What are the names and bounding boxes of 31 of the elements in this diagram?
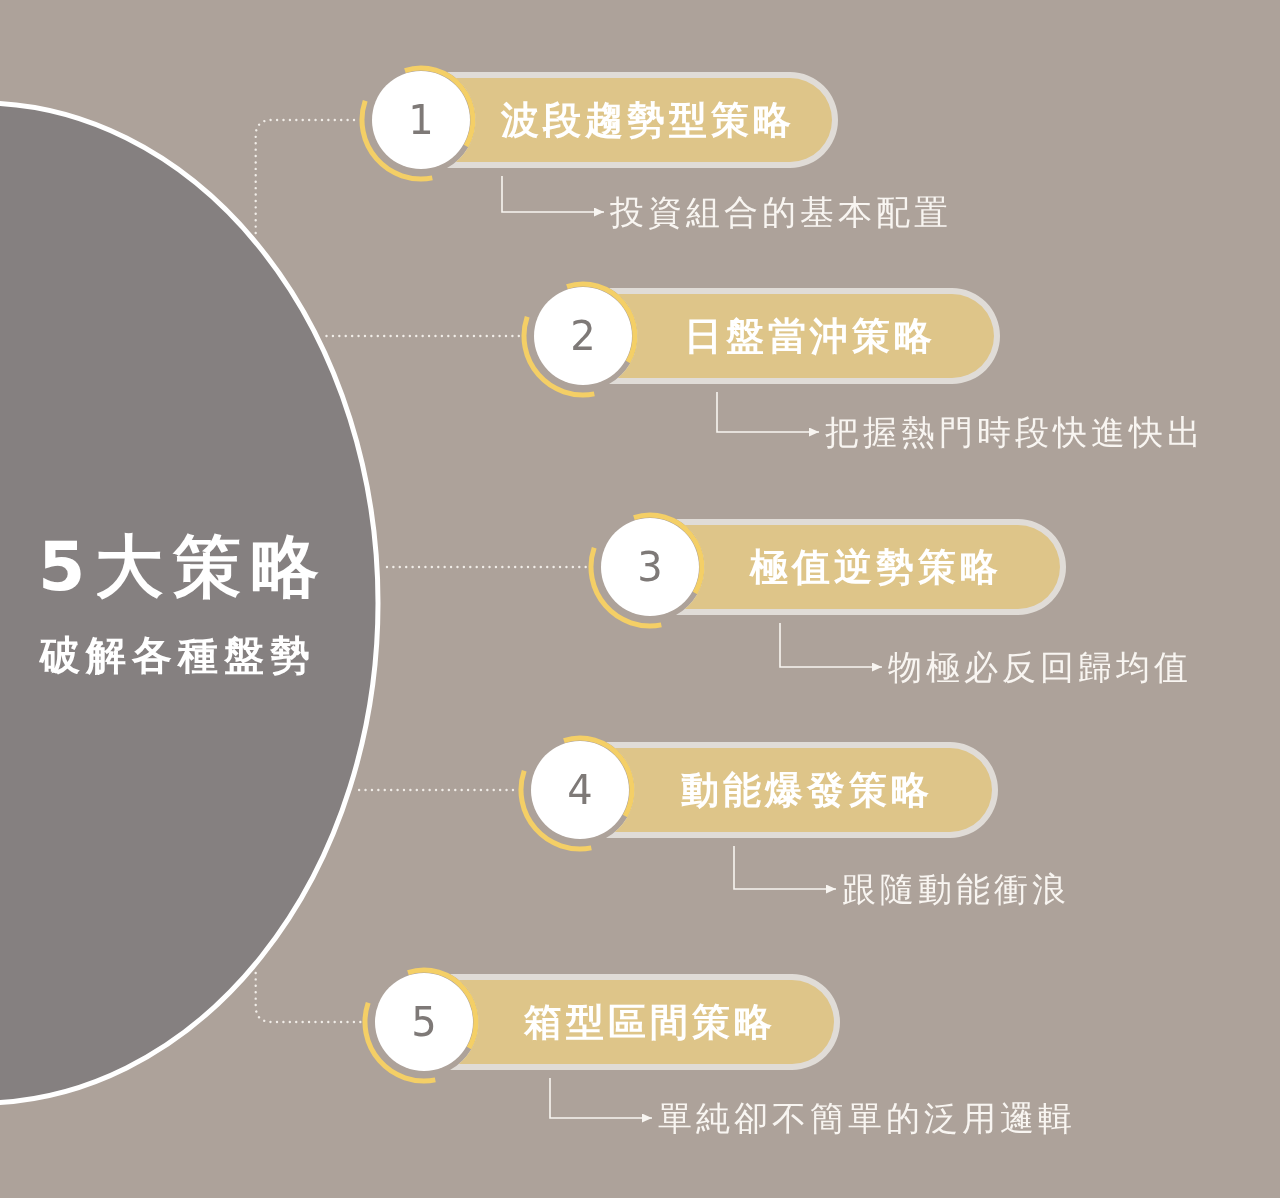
elbow-arrow xyxy=(779,622,883,672)
strategy-pill xyxy=(609,288,1000,384)
description-text: 跟隨動能衝浪 xyxy=(842,864,1070,914)
step-number: 1 xyxy=(408,98,434,142)
elbow-arrow xyxy=(501,175,605,217)
semicircle-panel xyxy=(0,100,382,1106)
dotted-connector xyxy=(325,334,523,338)
elbow-arrow xyxy=(716,391,820,437)
step-number: 5 xyxy=(411,1000,437,1044)
description-text: 單純卻不簡單的泛用邏輯 xyxy=(658,1093,1076,1143)
step-number: 4 xyxy=(567,768,593,812)
dotted-connector xyxy=(385,565,590,569)
step-number: 3 xyxy=(637,545,663,589)
subheading-text: 破解各種盤勢 xyxy=(40,631,316,680)
strategy-name: 日盤當沖策略 xyxy=(683,313,936,360)
elbow-arrow xyxy=(733,845,837,894)
description-text: 物極必反回歸均值 xyxy=(888,642,1192,692)
strategy-pill xyxy=(606,742,998,838)
dotted-connector xyxy=(254,971,364,1024)
strategy-name: 極值逆勢策略 xyxy=(750,544,1002,591)
strategy-name: 波段趨勢型策略 xyxy=(500,97,795,144)
heading-text: 5大策略 xyxy=(38,526,330,608)
elbow-arrow xyxy=(549,1077,653,1123)
strategy-name: 箱型區間策略 xyxy=(524,999,776,1046)
strategy-pill xyxy=(450,974,840,1070)
description-text: 把握熱門時段快進快出 xyxy=(825,407,1205,457)
strategy-name: 動能爆發策略 xyxy=(681,767,933,814)
step-number: 2 xyxy=(570,314,596,358)
description-text: 投資組合的基本配置 xyxy=(610,187,952,237)
strategy-pill xyxy=(447,72,838,168)
strategy-pill xyxy=(676,519,1066,615)
